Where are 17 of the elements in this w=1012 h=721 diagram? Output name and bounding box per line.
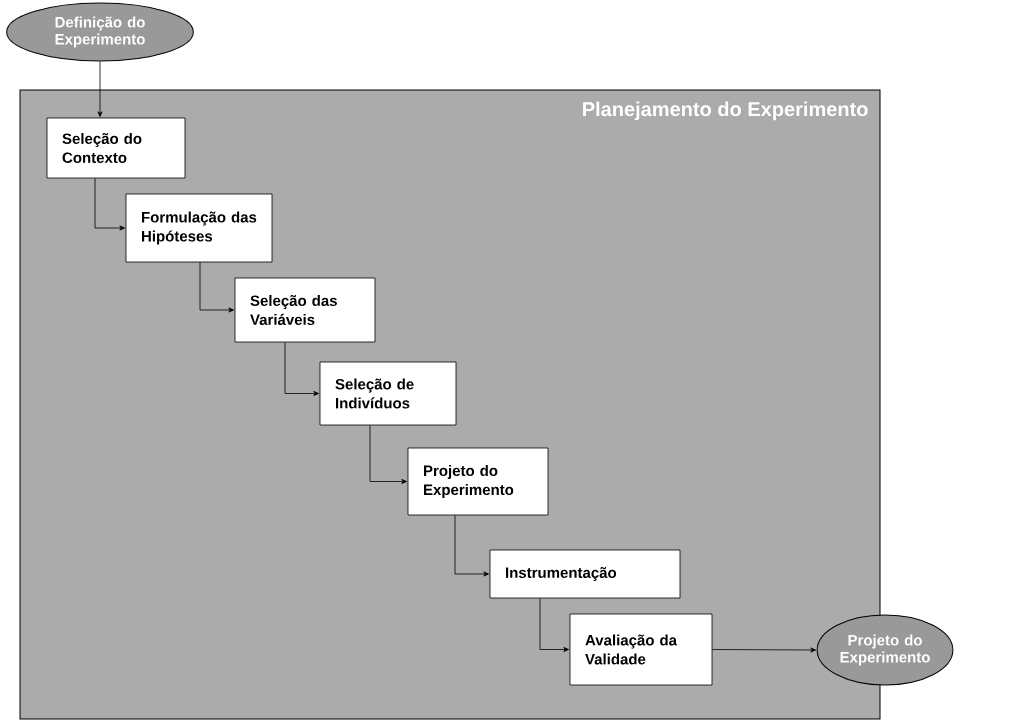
arrow <box>199 262 234 313</box>
ellipse-node: Projeto do Experimento <box>816 614 954 686</box>
process-box: Instrumentação <box>489 549 681 599</box>
process-box: Avaliação da Validade <box>569 613 713 686</box>
process-box: Seleção do Contexto <box>46 117 186 179</box>
arrow <box>539 598 569 652</box>
arrow <box>712 647 816 653</box>
process-box: Formulação das Hipóteses <box>125 193 273 263</box>
ellipse-node: Definição do Experimento <box>6 2 194 62</box>
process-box: Projeto do Experimento <box>407 447 549 516</box>
arrow <box>97 61 103 117</box>
process-box: Seleção das Variáveis <box>234 277 376 343</box>
arrow <box>94 178 125 231</box>
arrow <box>369 425 407 484</box>
arrow <box>284 342 319 396</box>
arrow <box>454 515 489 577</box>
process-box: Seleção de Indivíduos <box>319 361 457 426</box>
